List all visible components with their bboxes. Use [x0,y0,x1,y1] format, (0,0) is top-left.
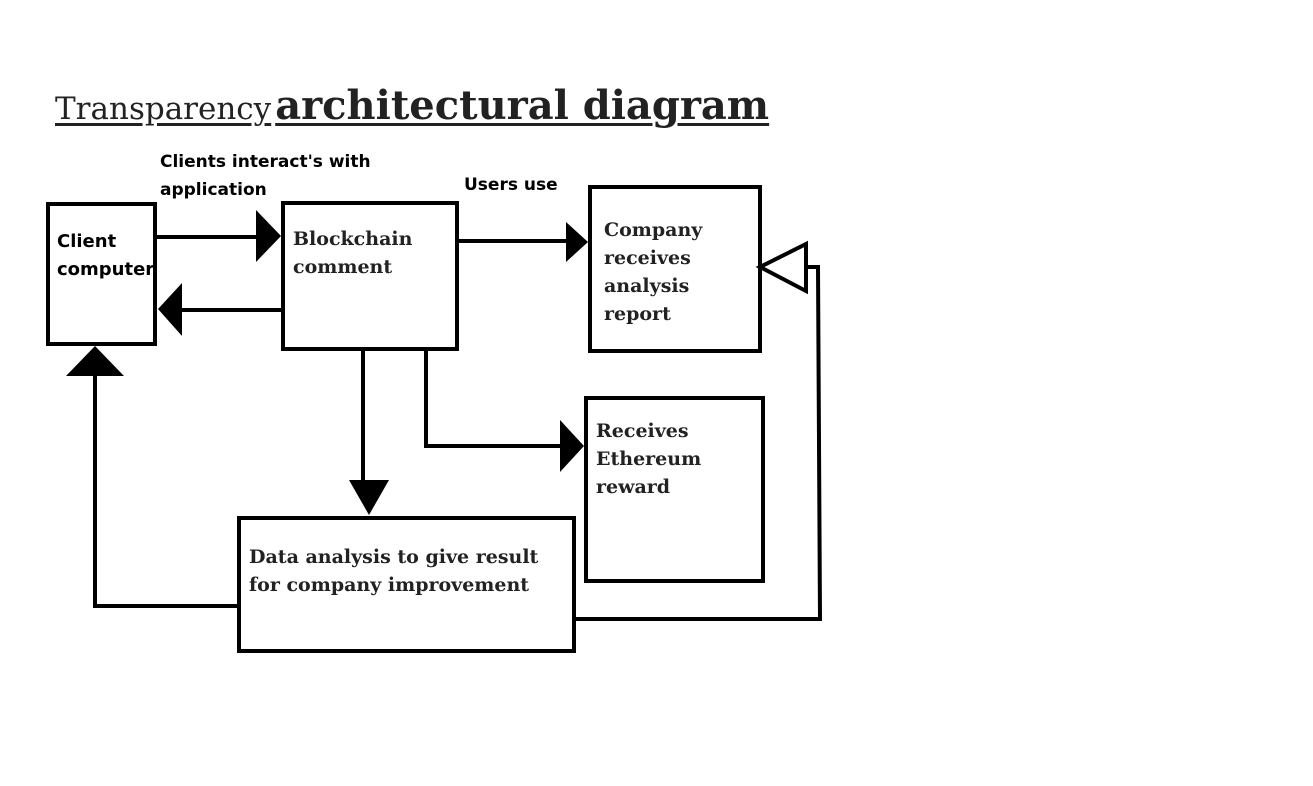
edge-label-users-use: Users use [464,175,558,195]
arrowhead-down-to-analysis [349,480,389,515]
ethereum-reward-box [584,396,765,583]
edge-blockchain-to-reward-line [424,349,560,448]
company-report-label: Company receives analysis report [604,219,703,325]
title-part-architectural-diagram: architectural diagram [275,82,770,129]
data-analysis-label: Data analysis to give result for company… [249,546,539,596]
ethereum-reward-label: Receives Ethereum reward [596,420,702,498]
title-part-transparency: Transparency [55,91,272,127]
arrowhead-right-to-blockchain [256,210,281,262]
diagram-title: Transparency architectural diagram [55,82,769,129]
client-computer-box [46,202,157,346]
data-analysis-box [237,516,576,653]
edge-analysis-to-company-line [574,265,823,621]
edge-analysis-to-client-line [93,376,239,608]
arrowhead-left-to-client [158,283,182,336]
arrowhead-up-to-client [66,346,124,376]
blockchain-comment-box [281,201,459,351]
client-computer-label: Client computer [57,231,155,280]
arrowhead-right-to-reward [560,420,584,472]
blockchain-comment-label: Blockchain comment [293,228,413,278]
arrowhead-hollow-to-company [755,240,808,295]
edge-label-clients-interact: Clients interact's with application [160,152,371,200]
arrowhead-right-to-company [566,222,588,262]
